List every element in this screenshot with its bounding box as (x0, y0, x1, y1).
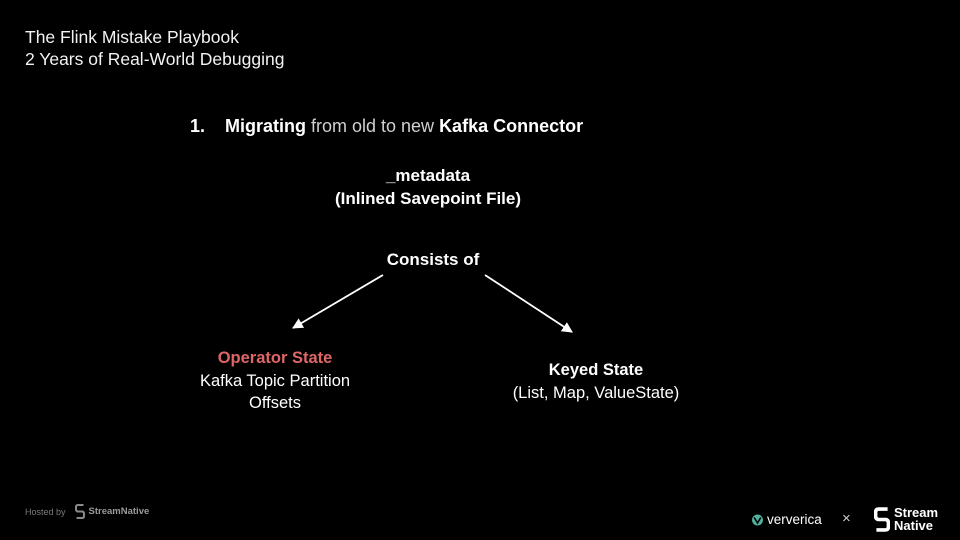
heading-number: 1. (190, 116, 206, 136)
keyed-state-title: Keyed State (548, 361, 644, 379)
ververica-logo-icon (752, 514, 763, 525)
arrow-to-operator-state (292, 274, 384, 329)
operator-state-line2: Offsets (249, 394, 301, 412)
metadata-title: _metadata (385, 166, 471, 185)
heading-kafka-connector: Kafka Connector (439, 116, 584, 136)
operator-state-node: Operator State Kafka Topic Partition Off… (170, 347, 380, 415)
streamnative-wordmark-line1: Stream (894, 505, 939, 520)
ververica-wordmark: ververica (767, 512, 822, 527)
deck-title-line2: 2 Years of Real-World Debugging (25, 49, 285, 69)
streamnative-mark-icon (874, 507, 890, 532)
hosted-by-label: Hosted by (25, 506, 66, 517)
deck-title-line1: The Flink Mistake Playbook (25, 27, 239, 47)
operator-state-title: Operator State (217, 349, 333, 367)
streamnative-logo-icon (74, 504, 85, 519)
hosted-by-brand: StreamNative (88, 506, 150, 517)
hosted-by: Hosted by StreamNative (25, 504, 149, 519)
metadata-subtitle: (Inlined Savepoint File) (334, 189, 522, 208)
streamnative-wordmark-line2: Native (894, 517, 934, 533)
keyed-state-node: Keyed State (List, Map, ValueState) (476, 359, 716, 405)
heading-connector-text: from old to new (306, 116, 440, 136)
keyed-state-line1: (List, Map, ValueState) (512, 384, 680, 402)
partner-separator: × (842, 510, 851, 527)
streamnative-logo: Stream Native (874, 506, 938, 533)
deck-title: The Flink Mistake Playbook 2 Years of Re… (25, 26, 284, 70)
heading-migrating: Migrating (225, 116, 306, 136)
ververica-logo: ververica (751, 512, 822, 527)
metadata-node: _metadata (Inlined Savepoint File) (300, 164, 556, 210)
streamnative-wordmark: Stream Native (894, 505, 939, 533)
section-heading: 1. Migrating from old to new Kafka Connec… (190, 116, 583, 137)
arrow-to-keyed-state (484, 274, 573, 333)
operator-state-line1: Kafka Topic Partition (199, 371, 351, 390)
consists-of-label: Consists of (386, 250, 480, 269)
